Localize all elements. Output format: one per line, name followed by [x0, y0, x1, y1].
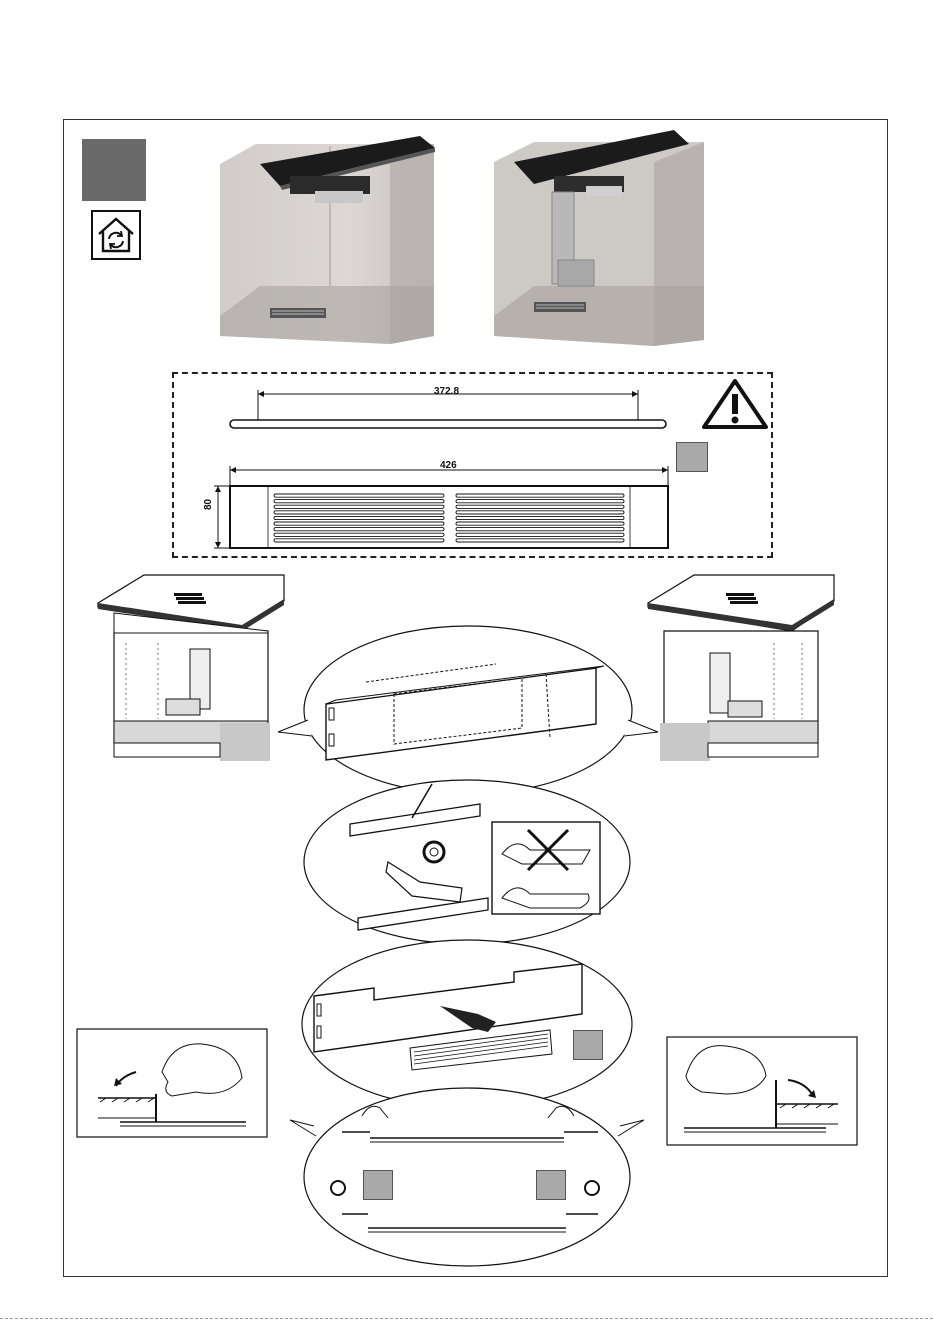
cabinet-drawing-right: [646, 573, 836, 763]
plinth-marking-callout: [276, 624, 660, 796]
insert-grille-callout: [300, 938, 634, 1110]
step-square-fix-left: [363, 1170, 393, 1200]
step-square-top: [676, 442, 708, 472]
grille-height-label: 80: [203, 499, 214, 510]
hand-detail-left: [76, 1028, 268, 1138]
warning-triangle-icon: [701, 378, 769, 430]
page-bottom-border: [0, 1318, 933, 1319]
hand-detail-right: [666, 1036, 858, 1146]
recirculation-house-icon: [91, 210, 141, 260]
top-width-label: 372.8: [434, 386, 459, 397]
step-square-insert: [573, 1030, 603, 1060]
cabinet-drawing-left: [96, 573, 286, 763]
cutting-callout: [302, 778, 632, 946]
fixing-callout: [302, 1086, 632, 1268]
step-badge: [82, 139, 146, 201]
step-square-fix-right: [536, 1170, 566, 1200]
cabinet-photo-left: [220, 136, 438, 346]
grille-width-label: 426: [440, 460, 457, 471]
cabinet-photo-right: [494, 130, 706, 346]
grille-drawing: [206, 462, 676, 552]
